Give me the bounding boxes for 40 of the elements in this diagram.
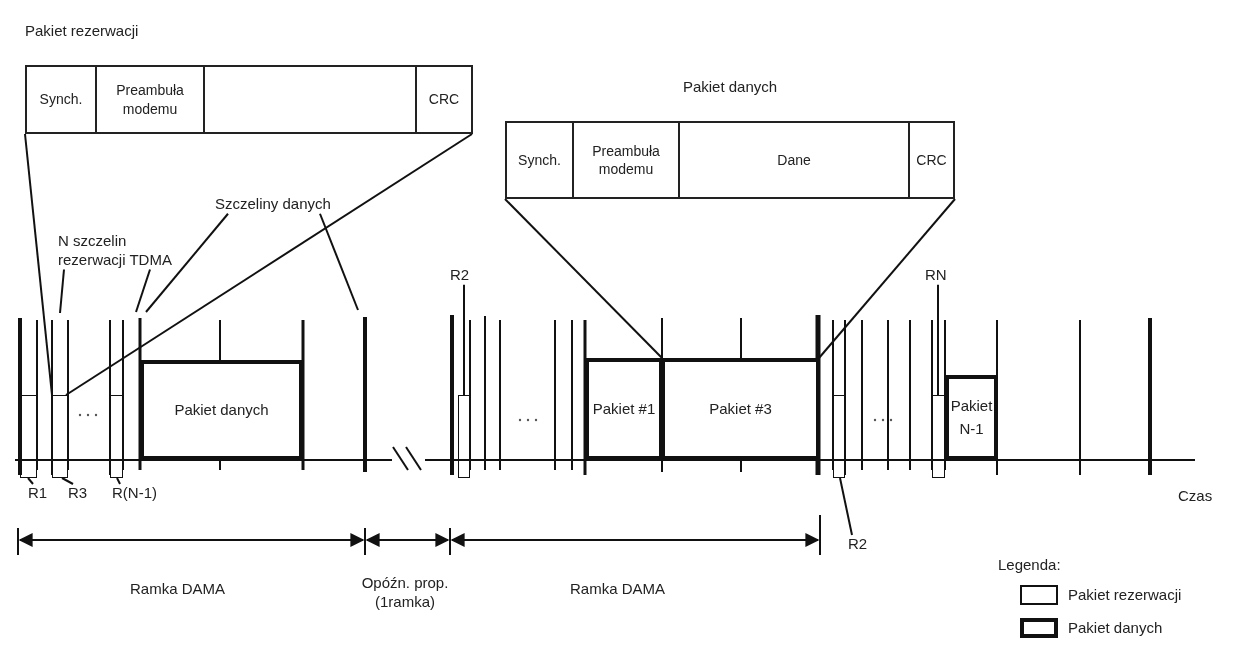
leader-line: [145, 212, 229, 313]
dimension-label: Ramka DAMA: [130, 580, 226, 599]
packet-title: Pakiet danych: [681, 78, 779, 97]
leader-line: [319, 212, 359, 311]
reservation-slot: [20, 395, 37, 478]
data-packet-slot: Pakiet danych: [140, 360, 303, 460]
zoom-line: [937, 283, 939, 396]
reservation-slot: [458, 395, 470, 478]
reservation-slot: [833, 395, 845, 478]
zoom-line: [27, 477, 34, 485]
annotation-text: R1: [28, 484, 48, 503]
leader-line: [59, 268, 65, 314]
annotation-text: R2: [450, 266, 470, 285]
legend-text: Pakiet danych: [1068, 619, 1163, 638]
packet-title: Pakiet rezerwacji: [25, 22, 139, 41]
zoom-line: [61, 477, 74, 485]
data-packet-slot: Pakiet #1: [585, 358, 663, 460]
annotation-text: Szczeliny danych: [215, 195, 331, 214]
zoom-line: [504, 198, 663, 359]
dimension-label: Opóźn. prop. (1ramka): [360, 574, 450, 612]
axis-label: Czas: [1178, 487, 1213, 506]
zoom-line: [839, 477, 853, 536]
zoom-line: [65, 133, 473, 396]
legend-text: Pakiet rezerwacji: [1068, 586, 1182, 605]
reservation-slot: [110, 395, 123, 478]
zoom-line: [463, 283, 465, 396]
annotation-text: RN: [925, 266, 947, 285]
annotation-text: R3: [68, 484, 88, 503]
zoom-line: [818, 198, 956, 359]
reservation-slot: [52, 395, 68, 478]
zoom-line: [116, 477, 121, 485]
data-packet-slot: Pakiet N-1: [945, 375, 998, 460]
reservation-slot: [932, 395, 945, 478]
legend-title: Legenda:: [998, 556, 1061, 575]
dimension-label: Ramka DAMA: [570, 580, 666, 599]
annotation-text: N szczelin rezerwacji TDMA: [58, 232, 193, 270]
leader-line: [135, 268, 151, 313]
zoom-line: [24, 133, 53, 396]
annotation-text: R(N-1): [112, 484, 157, 503]
annotation-text: R2: [848, 535, 868, 554]
